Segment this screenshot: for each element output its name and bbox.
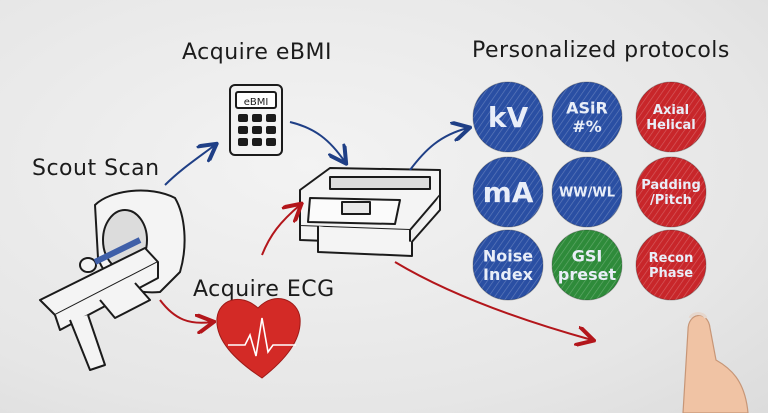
acquire-ecg-label: Acquire ECG — [193, 277, 335, 302]
protocol-circle-1: kV — [472, 81, 544, 153]
scout-scan-label: Scout Scan — [32, 156, 160, 181]
protocol-circle-1-text: kV — [488, 101, 529, 134]
protocol-circle-3-text: Axial — [653, 103, 689, 118]
arrow-console-to-protocols — [409, 128, 468, 171]
protocol-circle-7-text: Noise — [483, 246, 533, 265]
calculator-display-text: eBMI — [244, 97, 269, 108]
ebmi-calculator-icon — [229, 84, 283, 156]
protocol-circle-4-text: mA — [483, 176, 534, 209]
protocol-circle-4: mA — [472, 156, 544, 228]
protocol-circle-6-text: /Pitch — [650, 193, 692, 208]
arrow-ebmi-to-console — [289, 121, 345, 162]
protocol-circle-8-text: preset — [558, 265, 617, 284]
protocol-circle-2-text: ASiR — [566, 98, 608, 117]
arrow-scout-to-ebmi — [164, 145, 215, 186]
protocol-circle-3-text: Helical — [646, 118, 696, 133]
protocol-circle-6-text: Padding — [641, 178, 701, 193]
protocol-circle-9-text: Phase — [649, 266, 693, 281]
protocol-circle-5: WW/WL — [551, 156, 623, 228]
arrow-console-to-finger — [394, 261, 592, 340]
heart-ecg-icon — [216, 298, 301, 379]
protocol-circle-8-text: GSI — [572, 246, 603, 265]
arrow-ecg-to-console — [261, 205, 300, 256]
protocol-circle-6: Padding/Pitch — [635, 156, 707, 228]
protocol-circle-2-text: #% — [572, 117, 601, 136]
protocol-circle-5-text: WW/WL — [559, 186, 615, 201]
personalized-protocols-label: Personalized protocols — [472, 38, 730, 63]
arrow-scout-to-ecg — [159, 299, 212, 323]
workstation-console-icon — [299, 167, 441, 257]
ct-scanner-icon — [39, 189, 186, 371]
protocol-circle-7-text: Index — [483, 265, 534, 284]
protocol-circle-9-text: Recon — [649, 251, 694, 266]
protocol-circle-2: ASiR#% — [551, 81, 623, 153]
acquire-ebmi-label: Acquire eBMI — [182, 40, 332, 65]
pointing-finger-icon — [682, 312, 749, 413]
